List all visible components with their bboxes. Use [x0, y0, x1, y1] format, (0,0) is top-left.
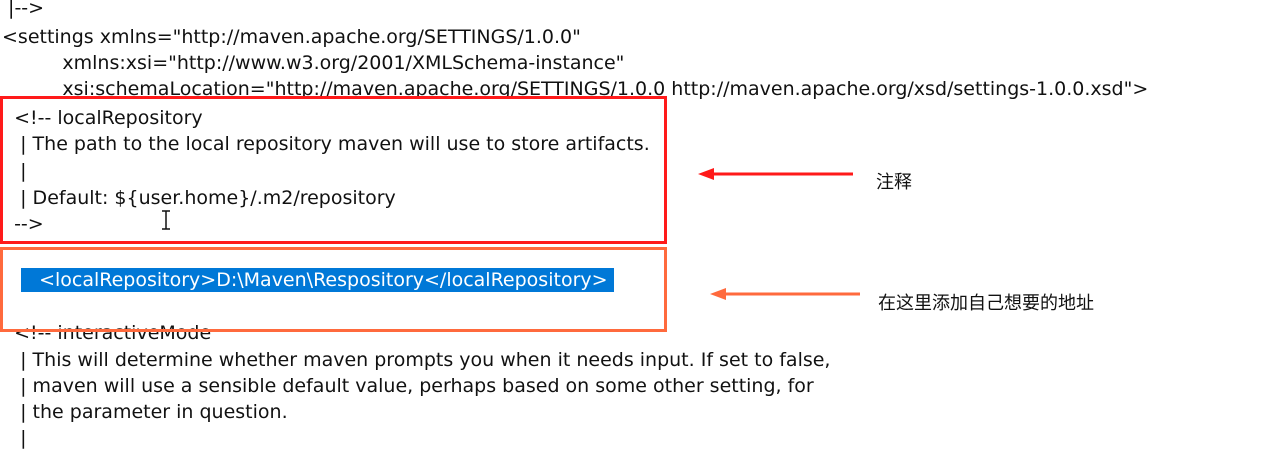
code-line: <!-- localRepository: [2, 107, 203, 129]
code-line: | This will determine whether maven prom…: [2, 349, 831, 371]
code-line: |-->: [2, 0, 45, 19]
code-line: <!-- interactiveMode: [2, 322, 212, 344]
code-line: | The path to the local repository maven…: [2, 133, 650, 155]
code-line: | Default: ${user.home}/.m2/repository: [2, 187, 396, 209]
code-line: | the parameter in question.: [2, 401, 288, 423]
code-line: |: [2, 160, 27, 182]
selected-local-repository-line[interactable]: <localRepository>D:\Maven\Respository</l…: [21, 268, 614, 292]
code-line: -->: [2, 213, 44, 235]
add-address-arrow-icon: [710, 288, 860, 300]
code-line: |: [2, 427, 27, 449]
code-line: | maven will use a sensible default valu…: [2, 375, 814, 397]
code-line: xsi:schemaLocation="http://maven.apache.…: [2, 78, 1149, 100]
text-cursor-icon: [162, 210, 170, 230]
comment-annotation-label: 注释: [876, 172, 912, 193]
add-address-highlight-box: [0, 247, 667, 332]
code-line: <settings xmlns="http://maven.apache.org…: [2, 26, 581, 48]
comment-highlight-box: [0, 96, 667, 244]
add-address-annotation-label: 在这里添加自己想要的地址: [878, 293, 1094, 314]
comment-arrow-icon: [698, 168, 853, 180]
code-line: xmlns:xsi="http://www.w3.org/2001/XMLSch…: [2, 52, 625, 74]
